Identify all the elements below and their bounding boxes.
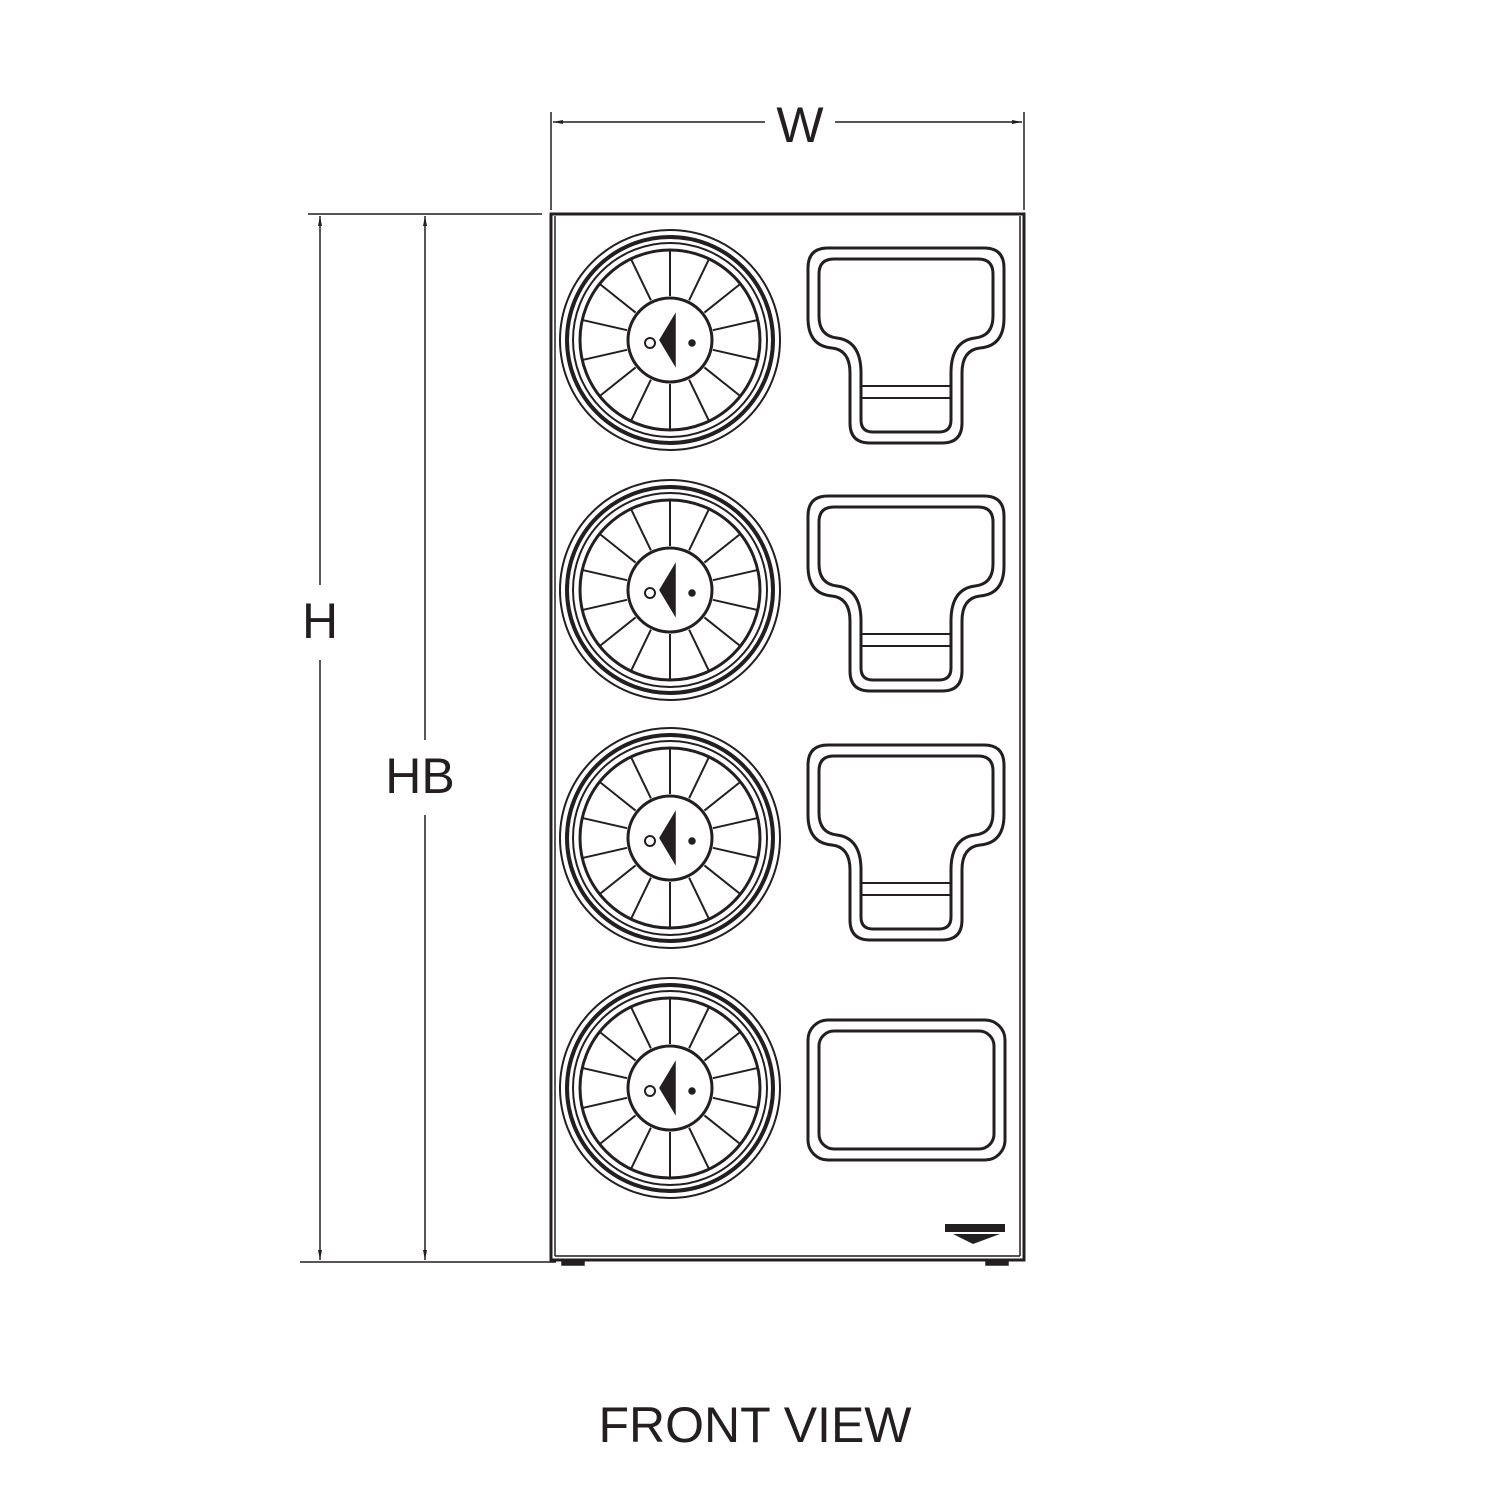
dispenser-spoke — [688, 877, 710, 919]
cup-dispenser — [559, 727, 781, 949]
dispenser-spoke — [599, 1031, 637, 1062]
organizer-slot-t-shaped — [806, 494, 1006, 693]
dispenser-spoke — [703, 283, 741, 314]
dispenser-spoke — [599, 366, 637, 397]
base-height-label: HB — [385, 748, 454, 804]
dispenser-spoke — [712, 348, 757, 361]
dispenser-spoke — [599, 283, 637, 314]
dispenser-spoke — [583, 817, 628, 830]
dispenser-spoke — [583, 319, 628, 332]
cup-dispenser — [559, 977, 781, 1199]
dispenser-logo-icon — [659, 312, 676, 368]
dispenser-spoke — [630, 877, 652, 919]
dispenser-spoke — [712, 569, 757, 582]
dispenser-spoke — [630, 379, 652, 421]
dispenser-spoke — [688, 259, 710, 301]
dispenser-spoke — [688, 509, 710, 551]
dispenser-spoke — [583, 569, 628, 582]
dispenser-logo-icon — [659, 562, 676, 618]
dispenser-spoke — [712, 817, 757, 830]
dispenser-spoke — [583, 348, 628, 361]
dispenser-spoke — [583, 1096, 628, 1109]
dispenser-spoke — [712, 846, 757, 859]
dispenser-spoke — [688, 379, 710, 421]
foot-left — [561, 1260, 585, 1266]
view-caption: FRONT VIEW — [599, 1397, 913, 1453]
dispenser-spoke — [599, 781, 637, 812]
dispenser-spoke — [583, 1067, 628, 1080]
dispenser-spoke — [630, 1007, 652, 1049]
dispenser-spoke — [630, 1127, 652, 1169]
dispenser-spoke — [703, 864, 741, 895]
dispenser-spoke — [599, 1114, 637, 1145]
dispenser-spoke — [688, 1127, 710, 1169]
brand-logo — [945, 1224, 1005, 1244]
dispenser-spoke — [703, 1114, 741, 1145]
organizer-slot-t-shaped — [806, 743, 1006, 942]
dispenser-spoke — [599, 864, 637, 895]
dispenser-spoke — [703, 1031, 741, 1062]
dispenser-spoke — [583, 846, 628, 859]
dispenser-spoke — [703, 533, 741, 564]
dispenser-spoke — [583, 598, 628, 611]
cup-dispenser — [559, 479, 781, 701]
dispenser-spoke — [688, 757, 710, 799]
dispenser-spoke — [630, 629, 652, 671]
dispenser-spoke — [712, 1096, 757, 1109]
dispenser-spoke — [712, 1067, 757, 1080]
dispenser-spoke — [703, 616, 741, 647]
dispenser-spoke — [688, 1007, 710, 1049]
dispenser-spoke — [688, 629, 710, 671]
height-label: H — [302, 593, 338, 649]
dispenser-logo-icon — [659, 810, 676, 866]
dispenser-logo-icon — [659, 1060, 676, 1116]
dispenser-spoke — [703, 781, 741, 812]
dispenser-panel — [549, 212, 1026, 1262]
dispenser-spoke — [630, 259, 652, 301]
organizer-slot-t-shaped — [806, 246, 1006, 445]
dispenser-spoke — [599, 533, 637, 564]
dispenser-spoke — [712, 319, 757, 332]
width-label: W — [776, 97, 824, 153]
organizer-slot-rectangular — [806, 1018, 1007, 1162]
dispenser-spoke — [703, 366, 741, 397]
dispenser-spoke — [712, 598, 757, 611]
foot-right — [985, 1260, 1009, 1266]
dispenser-spoke — [630, 757, 652, 799]
cup-dispenser — [559, 229, 781, 451]
dispenser-spoke — [630, 509, 652, 551]
dispenser-spoke — [599, 616, 637, 647]
